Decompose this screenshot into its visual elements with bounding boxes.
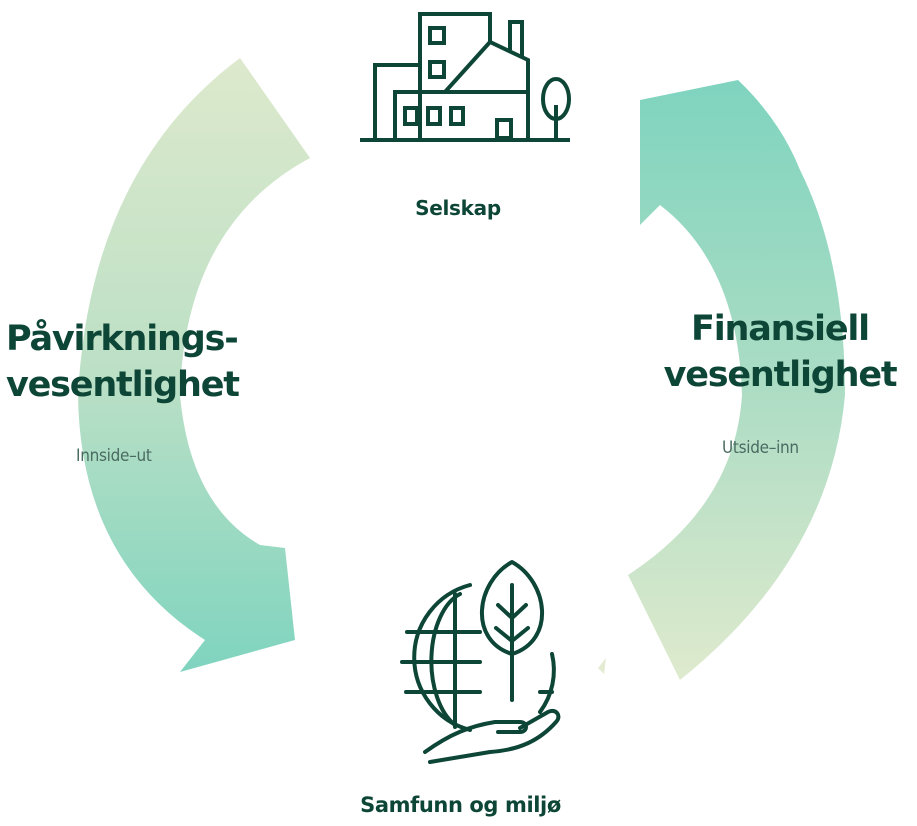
right-cycle-arrow: [628, 80, 845, 680]
globe-tree-hand-icon: [400, 560, 561, 764]
right-cycle-subtitle: Utside–inn: [722, 438, 799, 458]
samfunn-og-miljo-label: Samfunn og miljø: [360, 793, 561, 817]
right-title-line1: Finansiell: [691, 309, 870, 349]
factory-building-icon: [360, 12, 571, 142]
left-title-line1: Påvirknings-: [6, 319, 239, 359]
left-cycle-arrow: [78, 58, 310, 672]
right-cycle-title: Finansiell vesentlighet: [650, 306, 910, 398]
left-cycle-title: Påvirknings- vesentlighet: [6, 316, 306, 408]
right-title-line2: vesentlighet: [663, 355, 898, 395]
left-cycle-subtitle: Innside–ut: [76, 446, 152, 466]
selskap-label: Selskap: [415, 196, 501, 220]
left-title-line2: vesentlighet: [6, 365, 240, 405]
right-arrow-tail-fleck: [598, 658, 606, 674]
